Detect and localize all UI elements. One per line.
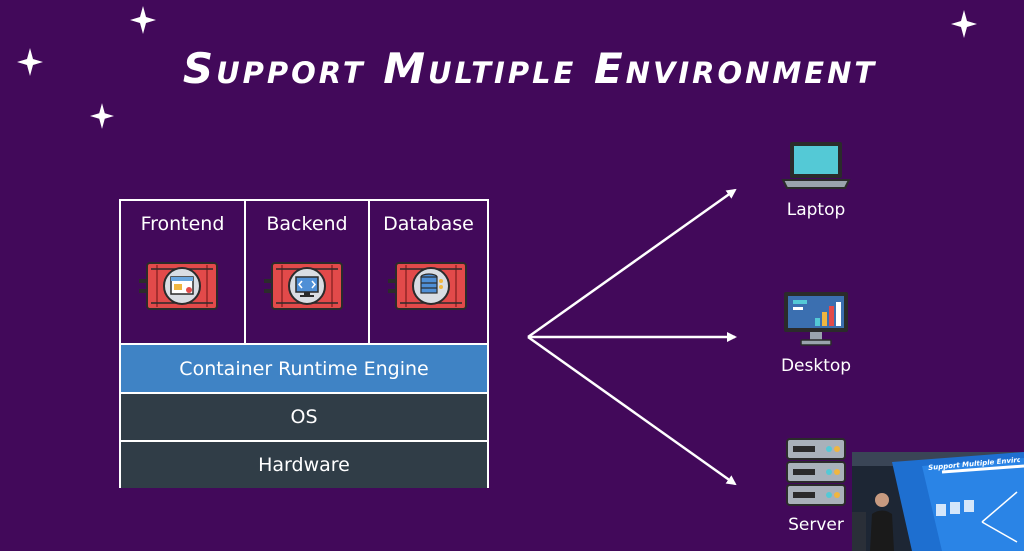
target-label: Desktop [780, 356, 852, 376]
backend-container-icon [264, 262, 343, 310]
server-icon [786, 438, 846, 506]
presenter-video-inset: Support Multiple Environment [852, 452, 1024, 551]
laptop-icon [781, 142, 851, 189]
arrow-to-server [527, 335, 737, 486]
arrow-to-laptop [527, 188, 737, 339]
os-layer: OS [121, 392, 487, 440]
services-row: Frontend Backend [121, 201, 487, 343]
target-desktop: Desktop [756, 290, 876, 376]
sparkle-icon [90, 103, 114, 129]
service-backend: Backend [244, 201, 368, 343]
target-laptop: Laptop [756, 140, 876, 220]
slide-title: Support Multiple Environment [182, 44, 878, 93]
desktop-icon [784, 292, 848, 346]
target-label: Server [788, 515, 844, 535]
service-database: Database [368, 201, 487, 343]
target-label: Laptop [786, 200, 846, 220]
sparkle-icon [951, 10, 977, 38]
service-label: Database [383, 213, 474, 235]
sparkle-icon [130, 6, 156, 34]
container-stack: Frontend Backend [119, 199, 489, 488]
service-label: Frontend [140, 213, 225, 235]
sparkle-icon [17, 48, 43, 76]
target-server: Server [756, 437, 876, 535]
presenter-video-image [852, 452, 1024, 551]
service-label: Backend [266, 213, 348, 235]
hardware-layer: Hardware [121, 440, 487, 488]
frontend-container-icon [139, 262, 218, 310]
container-runtime-layer: Container Runtime Engine [121, 343, 487, 392]
database-container-icon [388, 262, 467, 310]
service-frontend: Frontend [121, 201, 244, 343]
